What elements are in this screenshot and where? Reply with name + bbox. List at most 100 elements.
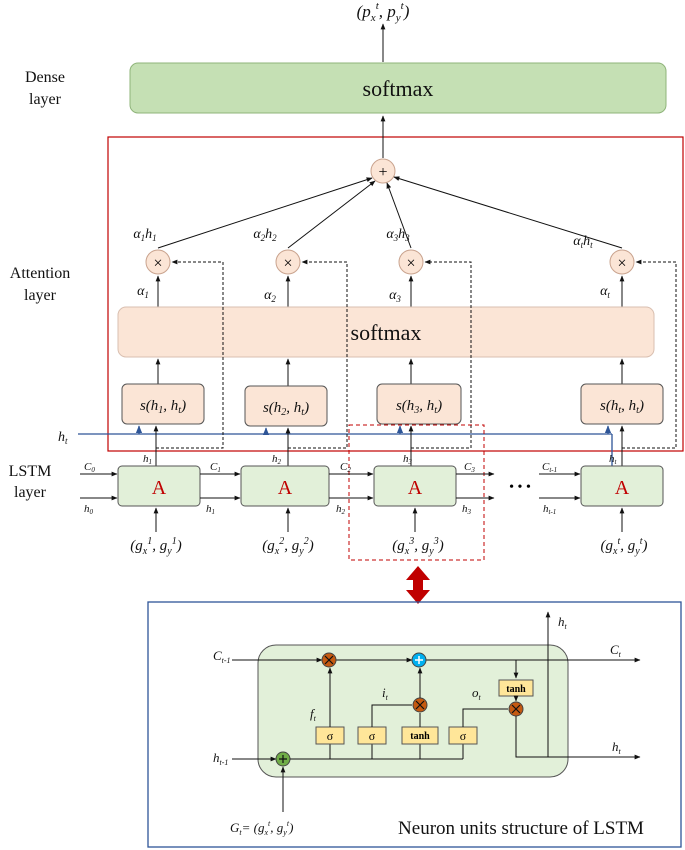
output-multiply-node <box>508 701 524 717</box>
ot-label: ot <box>472 685 482 702</box>
neuron-panel-border <box>147 601 682 848</box>
double-arrow-icon <box>406 566 430 604</box>
lstm-cell: A <box>117 465 201 507</box>
input-gate: σ <box>357 726 387 745</box>
attention-softmax-box <box>117 306 655 358</box>
highlight-cell-box <box>348 424 485 561</box>
multiply-node: × <box>145 249 171 275</box>
lstm-cell: A <box>373 465 457 507</box>
h-up-label: h2 <box>272 453 282 466</box>
h-in-label: ht-1 <box>213 750 228 767</box>
svg-text:s(h3, ht): s(h3, ht) <box>396 398 442 416</box>
input-label: (gx1, gy1) <box>130 536 181 557</box>
c-labels: C0 C1 C2 C3 Ct-1 <box>84 461 557 474</box>
gt-label: Gt= (gxt, gyt) <box>230 819 293 837</box>
c-label: Ct-1 <box>542 461 557 474</box>
h-label: h1 <box>206 503 215 516</box>
svg-text:A: A <box>278 477 293 499</box>
multiply-node: × <box>398 249 424 275</box>
h-up-labels: h1 h2 h3 ht <box>143 453 618 466</box>
svg-text:s(ht, ht): s(ht, ht) <box>600 398 644 416</box>
c-label: C3 <box>464 461 475 474</box>
svg-text:s(h1, ht): s(h1, ht) <box>140 398 186 416</box>
svg-text:×: × <box>153 255 162 272</box>
weighted-labels: α1h1 α2h2 α3h3 αtht <box>133 227 593 250</box>
dense-softmax-text: softmax <box>363 76 434 101</box>
h-label: h0 <box>84 503 94 516</box>
input-multiply-node <box>412 697 428 713</box>
input-label: (gx2, gy2) <box>262 536 313 557</box>
c-in-label: Ct-1 <box>213 648 231 665</box>
score-box: s(h2, ht) <box>244 385 328 427</box>
alpha-labels: α1 α2 α3 αt <box>137 284 610 304</box>
c-label: C2 <box>340 461 351 474</box>
ft-label: ft <box>310 706 317 723</box>
svg-text:tanh: tanh <box>506 684 526 695</box>
svg-text:A: A <box>615 477 630 499</box>
h-label: h3 <box>462 503 472 516</box>
svg-text:A: A <box>408 477 423 499</box>
input-label: (gx3, gy3) <box>392 536 443 557</box>
lstm-cell: A <box>240 465 330 507</box>
ht-label: ht <box>58 430 68 446</box>
score-box: s(h1, ht) <box>121 383 205 425</box>
h-out-label: ht <box>612 739 622 756</box>
h-up-label: ht <box>609 453 618 466</box>
weighted-label: αtht <box>573 234 593 250</box>
h-label: ht-1 <box>543 503 556 516</box>
candidate-tanh: tanh <box>401 726 439 745</box>
input-labels: (gx1, gy1) (gx2, gy2) (gx3, gy3) (gxt, g… <box>130 536 647 557</box>
c-out-label: Ct <box>610 642 622 659</box>
svg-text:σ: σ <box>460 729 467 743</box>
attention-layer-label: Attention <box>10 265 70 282</box>
multiply-node: × <box>275 249 301 275</box>
svg-text:σ: σ <box>369 729 376 743</box>
alpha-label: α3 <box>389 288 401 304</box>
dense-softmax-box <box>129 62 667 114</box>
svg-text:A: A <box>152 477 167 499</box>
svg-text:σ: σ <box>327 729 334 743</box>
attention-layer-label-2: layer <box>24 287 57 304</box>
h-labels: h0 h1 h2 h3 ht-1 <box>84 503 556 516</box>
alpha-label: αt <box>600 284 610 300</box>
input-label: (gxt, gyt) <box>601 536 648 557</box>
lstm-layer-label-2: layer <box>14 484 47 501</box>
lstm-cell: A <box>580 465 664 507</box>
attention-layer-border <box>107 136 684 452</box>
attention-softmax-text: softmax <box>351 320 422 345</box>
svg-text:×: × <box>406 255 415 272</box>
c-label: C1 <box>210 461 221 474</box>
sum-symbol: + <box>378 164 387 181</box>
lstm-layer-label: LSTM <box>9 463 52 480</box>
ellipsis: • • • <box>509 480 531 495</box>
h-up-label: h1 <box>143 453 152 466</box>
sum-node <box>370 158 396 184</box>
output-gate: σ <box>448 726 478 745</box>
forget-gate: σ <box>315 726 345 745</box>
weighted-label: α3h3 <box>386 227 410 243</box>
alpha-label: α1 <box>137 284 149 300</box>
svg-text:×: × <box>617 255 626 272</box>
h-label: h2 <box>336 503 346 516</box>
output-label: (pxt, pyt) <box>357 0 410 24</box>
neuron-panel-title: Neuron units structure of LSTM <box>398 818 644 839</box>
dense-layer-label-2: layer <box>29 91 62 108</box>
svg-text:×: × <box>283 255 292 272</box>
output-tanh: tanh <box>498 679 534 697</box>
h-top-label: ht <box>558 614 568 631</box>
h-up-label: h3 <box>403 453 413 466</box>
score-box: s(ht, ht) <box>580 383 664 425</box>
svg-text:tanh: tanh <box>410 731 430 742</box>
alpha-label: α2 <box>264 288 276 304</box>
score-box: s(h3, ht) <box>376 383 462 425</box>
weighted-label: α2h2 <box>253 227 277 243</box>
c-label: C0 <box>84 461 95 474</box>
weighted-label: α1h1 <box>133 227 156 243</box>
svg-text:s(h2, ht): s(h2, ht) <box>263 400 309 418</box>
it-label: it <box>382 685 389 702</box>
add-node <box>411 652 427 668</box>
dense-layer-label: Dense <box>25 69 65 86</box>
multiply-node: × <box>609 249 635 275</box>
concat-node <box>275 751 291 767</box>
forget-multiply-node <box>321 652 337 668</box>
